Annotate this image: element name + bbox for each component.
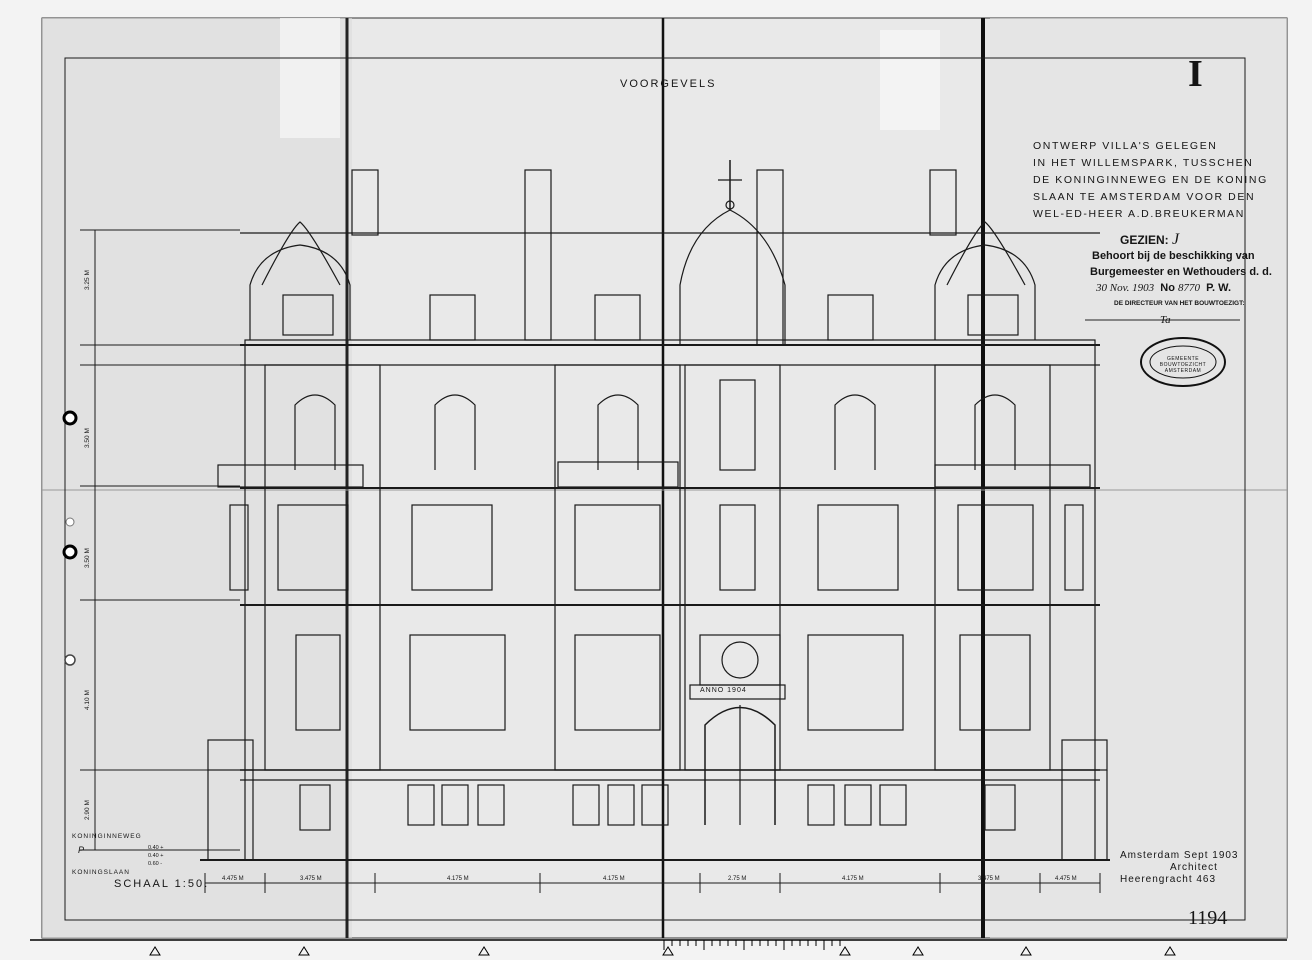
portal-inscription: ANNO 1904 [700, 687, 747, 694]
architect-place-date: Amsterdam Sept 1903 [1120, 850, 1239, 861]
architect-block: Amsterdam Sept 1903 Architect Heerengrac… [1120, 850, 1239, 886]
approval-director: DE DIRECTEUR VAN HET BOUWTOEZIGT: [1114, 300, 1245, 307]
punch-hole [64, 654, 76, 666]
level-note: 0.40 + [148, 853, 164, 859]
building-facade [200, 160, 1110, 861]
dim-left-label: 3.50 M [84, 548, 91, 568]
bottom-dimension-chain [204, 873, 1101, 893]
bottom-ruler [30, 939, 1287, 956]
approval-no-value: 8770 [1178, 282, 1201, 294]
dim-bottom-label: 2.75 M [728, 876, 747, 882]
gezien-label: GEZIEN: [1120, 233, 1169, 247]
level-note: 0.40 + [148, 845, 164, 851]
approval-signature: Ta [1160, 314, 1171, 326]
title-line: DE KONINGINNEWEG EN DE KONING [1033, 174, 1268, 186]
dim-bottom-label: 4.175 M [447, 876, 469, 882]
title-line: ONTWERP VILLA'S GELEGEN [1033, 140, 1218, 152]
approval-no-label: No [1160, 282, 1175, 294]
dim-bottom-label: 3.475 M [300, 876, 322, 882]
title-line: SLAAN TE AMSTERDAM VOOR DEN [1033, 191, 1256, 203]
dim-bottom-label: 3.475 M [978, 876, 1000, 882]
punch-hole [62, 544, 78, 560]
dim-bottom-label: 4.175 M [603, 876, 625, 882]
approval-date: 30 Nov. 1903 [1096, 282, 1155, 294]
dim-bottom-label: 4.475 M [1055, 876, 1077, 882]
title-line: WEL-ED-HEER A.D.BREUKERMAN [1033, 208, 1245, 220]
approval-line-2: Burgemeester en Wethouders d. d. [1090, 266, 1272, 278]
level-note: P [78, 845, 85, 855]
dim-left-label: 4.10 M [84, 690, 91, 710]
dim-left-label: 2.90 M [84, 800, 91, 820]
dim-bottom-label: 4.175 M [842, 876, 864, 882]
drawing-heading: VOORGEVELS [620, 78, 717, 90]
level-note: KONINGINNEWEG [72, 833, 142, 840]
project-title: ONTWERP VILLA'S GELEGEN IN HET WILLEMSPA… [1033, 138, 1268, 223]
seal-text: GEMEENTE BOUWTOEZICHT AMSTERDAM [1159, 356, 1207, 374]
light-patch [280, 18, 340, 138]
punch-hole [62, 410, 78, 426]
dim-left-label: 3.25 M [84, 270, 91, 290]
punch-hole [65, 517, 75, 527]
light-patch-2 [880, 30, 940, 130]
approval-line-1: Behoort bij de beschikking van [1092, 250, 1255, 262]
dim-left-label: 3.50 M [84, 428, 91, 448]
scale-label: SCHAAL 1:50. [114, 878, 210, 890]
gezien-mark: J [1172, 231, 1180, 248]
archive-number: 1194 [1188, 907, 1228, 929]
dim-bottom-label: 4.475 M [222, 876, 244, 882]
drawing-border [64, 57, 1246, 921]
paper-shade-right [990, 18, 1287, 938]
title-line: IN HET WILLEMSPARK, TUSSCHEN [1033, 157, 1254, 169]
architect-title: Architect [1170, 862, 1218, 873]
approval-stamp: GEZIEN: J Behoort bij de beschikking van… [1090, 232, 1272, 328]
left-dimension-chain [80, 229, 240, 851]
architect-address: Heerengracht 463 [1120, 874, 1217, 885]
sheet-number: I [1188, 53, 1203, 95]
approval-pw: P. W. [1206, 282, 1232, 294]
municipal-seal [1140, 337, 1226, 387]
municipal-seal-inner [1149, 345, 1217, 379]
level-note: KONINGSLAAN [72, 869, 130, 876]
level-note: 0.60 - [148, 861, 163, 867]
